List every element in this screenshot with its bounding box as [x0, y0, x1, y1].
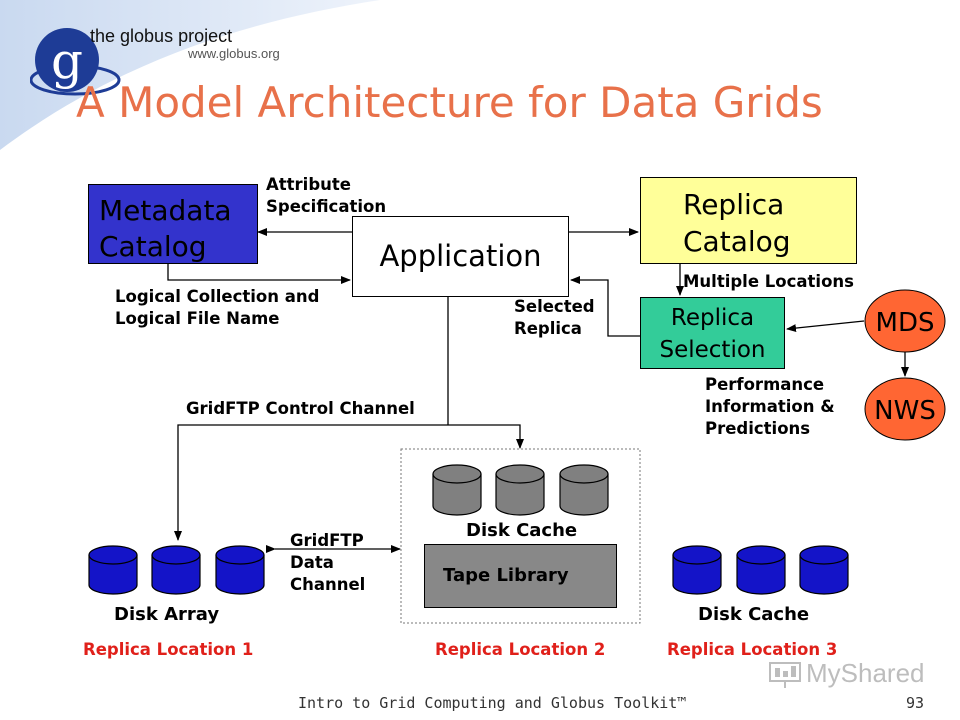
disk-cache-mid-label: Disk Cache [466, 520, 578, 541]
disk-array-disk-3 [215, 545, 265, 595]
logo-url: www.globus.org [188, 46, 280, 61]
replica-location-2: Replica Location 2 [435, 640, 606, 659]
performance-label: Performance Information & Predictions [705, 374, 835, 440]
selected-replica-label: Selected Replica [514, 296, 595, 340]
replica-selection-line-2: Selection [659, 337, 766, 363]
disk-cache-right-disk-3 [799, 545, 849, 595]
disk-cache-right-disk-2 [736, 545, 786, 595]
replica-selection-line-1: Replica [670, 305, 755, 331]
metadata-catalog-line-1: Metadata [99, 194, 232, 227]
logical-collection-line-1: Logical Collection and [115, 287, 320, 306]
location-2-frame [400, 448, 641, 624]
disk-cache-right-label: Disk Cache [698, 604, 810, 625]
tape-library-box: Tape Library [424, 544, 617, 608]
application-box: Application [352, 216, 569, 297]
disk-cache-mid-disk-3 [559, 464, 609, 516]
globus-logo: g [29, 22, 140, 106]
logical-collection-label: Logical Collection and Logical File Name [115, 286, 319, 330]
attribute-spec-line-1: Attribute [266, 175, 351, 194]
replica-catalog-line-1: Replica [683, 188, 785, 221]
nws-label: NWS [874, 396, 936, 426]
multiple-locations-label: Multiple Locations [683, 272, 854, 291]
arrow-metadata-to-app [167, 264, 351, 284]
page-number: 93 [906, 694, 925, 712]
globus-logo-icon: g [29, 28, 121, 96]
logo-name: the globus project [90, 26, 233, 46]
disk-array-disk-1 [88, 545, 138, 595]
replica-catalog-box: Replica Catalog [640, 177, 857, 264]
watermark: MyShared [768, 658, 925, 689]
performance-line-1: Performance [705, 375, 825, 394]
gridftp-data-label: GridFTP Data Channel [290, 530, 365, 596]
logical-collection-line-2: Logical File Name [115, 309, 280, 328]
metadata-catalog-box: Metadata Catalog [88, 184, 258, 264]
disk-array-disk-2 [151, 545, 201, 595]
logo-letter: g [51, 32, 83, 90]
disk-cache-right-disk-1 [672, 545, 722, 595]
gridftp-data-line-1: GridFTP [290, 531, 364, 550]
gridftp-data-line-3: Channel [290, 575, 366, 594]
application-label: Application [379, 239, 542, 273]
footer-text: Intro to Grid Computing and Globus Toolk… [298, 694, 687, 712]
attribute-spec-label: Attribute Specification [266, 174, 386, 218]
arrow-control-to-location-2 [448, 424, 524, 449]
selected-replica-line-1: Selected [514, 297, 595, 316]
arrow-mds-to-selection [786, 320, 865, 333]
performance-line-2: Information & [705, 397, 835, 416]
arrow-control-to-disk-array [174, 424, 448, 541]
page-title: A Model Architecture for Data Grids [76, 78, 823, 127]
replica-location-3: Replica Location 3 [667, 640, 838, 659]
mds-label: MDS [876, 308, 935, 338]
disk-cache-mid-disk-1 [432, 464, 482, 516]
header-background-arc [0, 0, 380, 150]
tape-library-label: Tape Library [443, 565, 569, 586]
selected-replica-line-2: Replica [514, 319, 582, 338]
metadata-catalog-line-2: Catalog [99, 230, 207, 263]
gridftp-data-line-2: Data [290, 553, 334, 572]
gridftp-control-label: GridFTP Control Channel [186, 399, 415, 418]
attribute-spec-line-2: Specification [266, 197, 387, 216]
arrow-selection-to-app [570, 276, 640, 337]
replica-selection-box: Replica Selection [640, 297, 785, 369]
nws-node [864, 377, 946, 441]
mds-nws-nodes: MDS NWS [864, 289, 946, 441]
mds-node [864, 289, 946, 353]
performance-line-3: Predictions [705, 419, 811, 438]
replica-catalog-line-2: Catalog [683, 225, 791, 258]
watermark-text: MyShared [806, 658, 925, 688]
disk-cache-mid-disk-2 [495, 464, 545, 516]
presentation-icon [769, 661, 801, 688]
replica-location-1: Replica Location 1 [83, 640, 254, 659]
disk-array-label: Disk Array [114, 604, 220, 625]
